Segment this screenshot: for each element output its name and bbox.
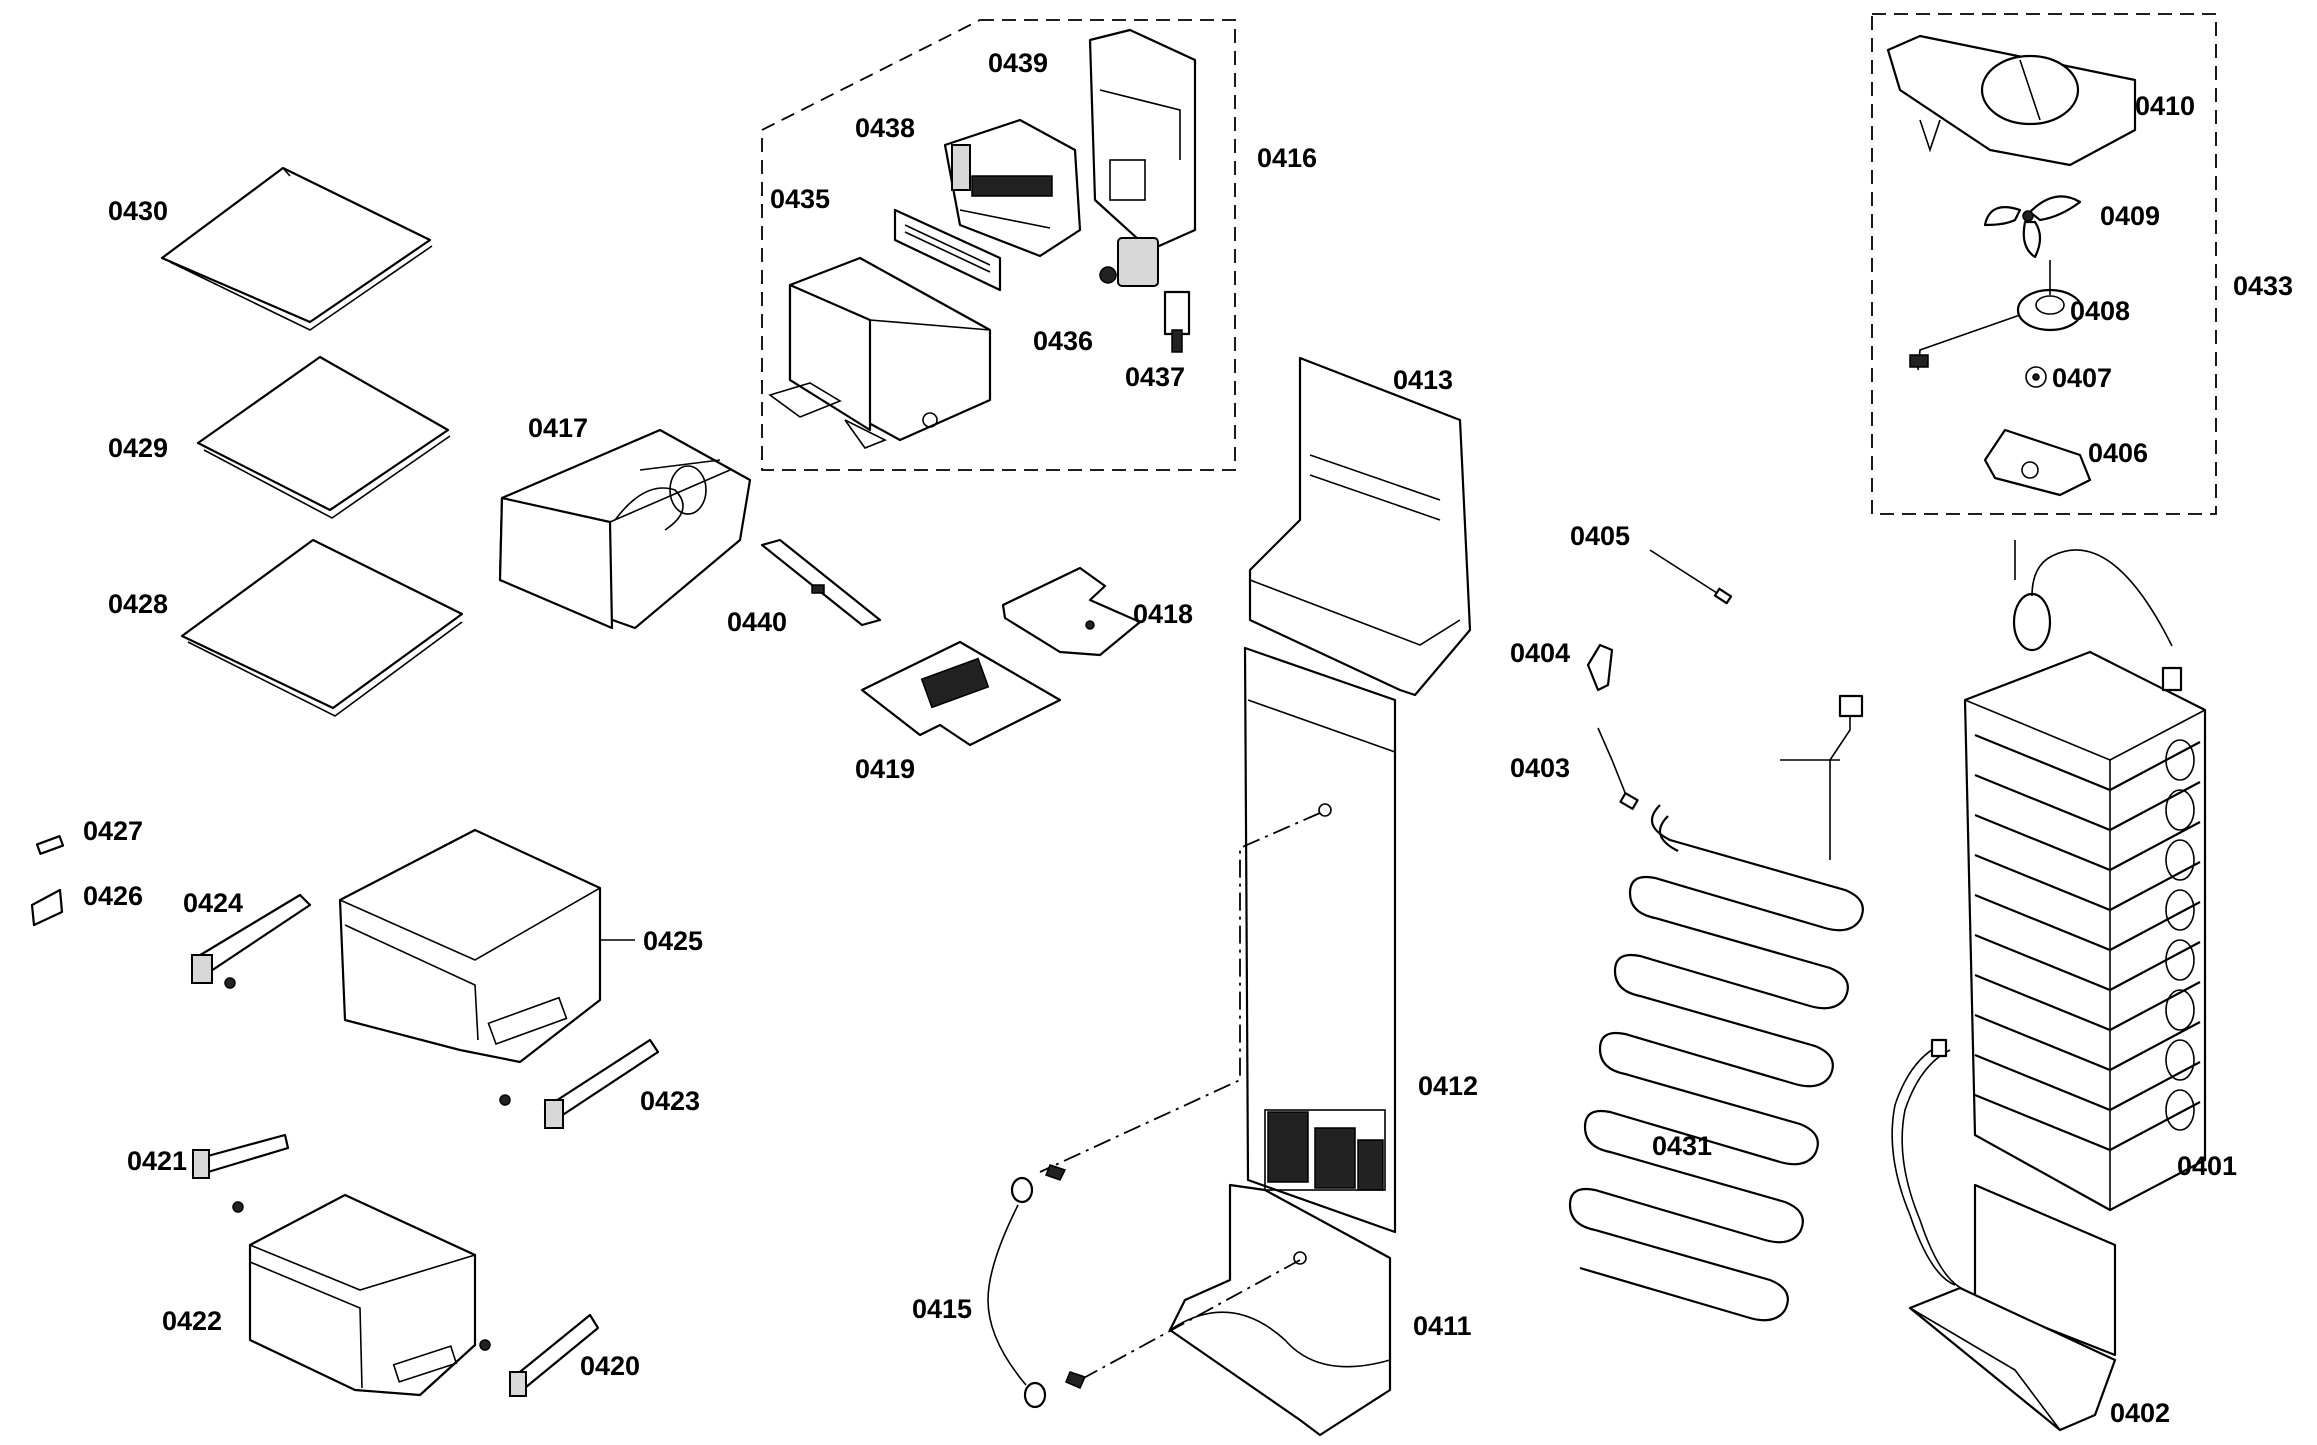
label-0429: 0429: [108, 433, 168, 463]
label-0419: 0419: [855, 754, 915, 784]
label-0427: 0427: [83, 816, 143, 846]
label-0421: 0421: [127, 1146, 187, 1176]
label-0402: 0402: [2110, 1398, 2170, 1428]
sensor-0403[interactable]: [1597, 727, 1639, 810]
plate-0419[interactable]: [860, 640, 1062, 747]
plug-0415-upper[interactable]: [1010, 1176, 1034, 1204]
evaporator-0401[interactable]: [1963, 540, 2207, 1212]
label-0405: 0405: [1570, 521, 1630, 551]
cover-0439[interactable]: [1088, 28, 1197, 252]
shelf-0428[interactable]: [180, 538, 464, 717]
label-0404: 0404: [1510, 638, 1570, 668]
clip-0404[interactable]: [1586, 643, 1614, 692]
label-0423: 0423: [640, 1086, 700, 1116]
label-0426: 0426: [83, 881, 143, 911]
label-0433: 0433: [2233, 271, 2293, 301]
fan-blade-0409[interactable]: [1983, 195, 2082, 259]
housing-0435-frame[interactable]: [768, 256, 992, 449]
label-0406: 0406: [2088, 438, 2148, 468]
label-0411: 0411: [1413, 1311, 1472, 1341]
ice-maker-0438[interactable]: [943, 118, 1082, 258]
label-0440: 0440: [727, 607, 787, 637]
pin-0427[interactable]: [35, 835, 65, 855]
label-0410: 0410: [2135, 91, 2195, 121]
align-line-upper: [1039, 812, 1321, 1173]
ice-bucket-0417[interactable]: [498, 428, 752, 630]
duct-cover-0413[interactable]: [1248, 356, 1472, 697]
label-0425: 0425: [643, 926, 703, 956]
evaporator-cover-0412[interactable]: [1243, 646, 1397, 1234]
label-0431: 0431: [1652, 1131, 1712, 1161]
align-line-lower: [1079, 1259, 1301, 1381]
label-0409: 0409: [2100, 201, 2160, 231]
panel-0435[interactable]: [893, 208, 1002, 292]
label-0439: 0439: [988, 48, 1048, 78]
fan-motor-0408[interactable]: [1909, 260, 2084, 371]
bracket-0440[interactable]: [760, 538, 882, 627]
fan-bracket-0406[interactable]: [1983, 428, 2092, 497]
label-0407: 0407: [2052, 363, 2112, 393]
sensor-0405[interactable]: [1649, 549, 1733, 605]
rail-0420[interactable]: [479, 1313, 600, 1397]
fan-shroud-0410[interactable]: [1886, 34, 2137, 167]
label-0418: 0418: [1133, 599, 1193, 629]
label-0401: 0401: [2177, 1151, 2237, 1181]
leader-lines: [600, 939, 635, 941]
rail-0423[interactable]: [499, 1038, 660, 1129]
fan-assembly-group-box: [1871, 13, 2217, 515]
shelf-0430[interactable]: [160, 166, 433, 331]
plug-0415-lower[interactable]: [1023, 1381, 1047, 1409]
label-0403: 0403: [1510, 753, 1570, 783]
leader-0415: [987, 1204, 1027, 1386]
label-0412: 0412: [1418, 1071, 1478, 1101]
label-0438: 0438: [855, 113, 915, 143]
label-0420: 0420: [580, 1351, 640, 1381]
label-0415: 0415: [912, 1294, 972, 1324]
label-0424: 0424: [183, 888, 243, 918]
shelf-0429[interactable]: [196, 355, 451, 519]
rail-0424[interactable]: [190, 893, 312, 989]
bottom-cover-0411[interactable]: [1168, 1183, 1392, 1437]
evaporator-fins: [1974, 733, 2201, 1152]
rail-0421[interactable]: [191, 1133, 290, 1213]
label-0417: 0417: [528, 413, 588, 443]
washer-0407[interactable]: [2025, 366, 2047, 388]
label-0430: 0430: [108, 196, 168, 226]
thermostat-0436[interactable]: [1099, 237, 1159, 287]
label-0435: 0435: [770, 184, 830, 214]
label-0437: 0437: [1125, 362, 1185, 392]
label-0413: 0413: [1393, 365, 1453, 395]
bin-0425[interactable]: [338, 828, 602, 1064]
screw-lower[interactable]: [1065, 1371, 1087, 1389]
drain-pan-0402[interactable]: [1891, 1038, 2117, 1432]
defrost-heater-0431[interactable]: [1568, 694, 1864, 1322]
valve-0437[interactable]: [1163, 290, 1191, 353]
label-0422: 0422: [162, 1306, 222, 1336]
label-0428: 0428: [108, 589, 168, 619]
evaporator-tube-bends: [2165, 739, 2195, 1131]
screw-upper[interactable]: [1045, 1164, 1067, 1181]
bin-0422[interactable]: [248, 1193, 477, 1397]
plate-0418[interactable]: [1001, 566, 1142, 657]
label-0416: 0416: [1257, 143, 1317, 173]
label-0408: 0408: [2070, 296, 2130, 326]
clip-0426[interactable]: [30, 888, 64, 927]
label-0436: 0436: [1033, 326, 1093, 356]
